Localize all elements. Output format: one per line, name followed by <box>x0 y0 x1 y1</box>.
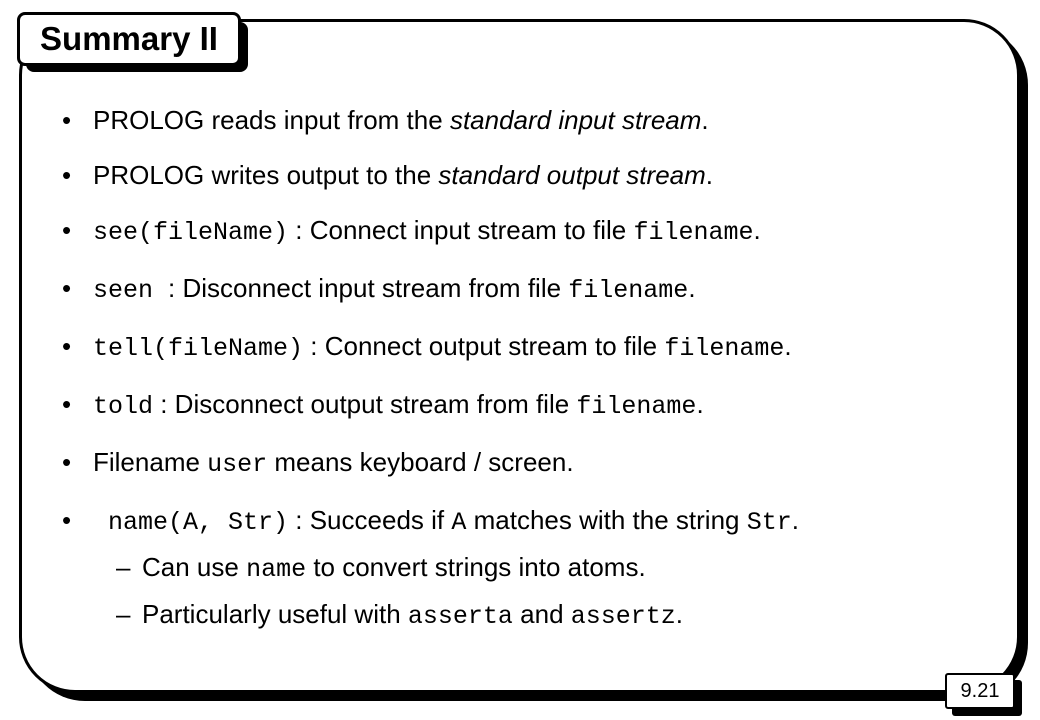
bullet-icon: • <box>62 105 72 135</box>
bullet-item: • Filename user means keyboard / screen. <box>58 447 1018 480</box>
code-text: A <box>451 508 467 537</box>
text-run: . <box>701 105 709 135</box>
slide-frame <box>19 19 1020 693</box>
code-text: name <box>246 555 307 584</box>
bullet-icon: • <box>62 215 72 245</box>
bullet-icon: • <box>62 160 72 190</box>
code-text: tell(fileName) <box>93 334 304 363</box>
code-text: seen <box>93 276 169 305</box>
text-run: : Succeeds if <box>288 505 452 535</box>
bullet-icon: • <box>62 447 72 477</box>
slide-title: Summary II <box>40 20 218 57</box>
code-text: user <box>207 450 268 479</box>
text-run: Can use <box>142 552 247 582</box>
code-text: filename <box>633 218 754 247</box>
code-text: assertz <box>570 602 676 631</box>
text-run: : Disconnect output stream from file <box>153 389 577 419</box>
text-run: means keyboard / screen. <box>267 447 574 477</box>
code-text: asserta <box>407 602 513 631</box>
bullet-icon: • <box>62 389 72 419</box>
text-run: matches with the string <box>466 505 747 535</box>
bullet-item: • PROLOG writes output to the standard ou… <box>58 160 1018 190</box>
code-text: filename <box>664 334 785 363</box>
text-run: Particularly useful with <box>142 599 408 629</box>
text-run: . <box>705 160 714 190</box>
code-text: told <box>93 392 154 421</box>
text-run: . <box>696 389 704 419</box>
text-run: . <box>791 505 799 535</box>
bullet-icon: • <box>62 505 72 535</box>
code-text: filename <box>568 276 689 305</box>
code-text: Str <box>746 508 792 537</box>
bullet-item: • PROLOG reads input from the standard in… <box>58 105 1018 135</box>
page-number: 9.21 <box>945 673 1015 709</box>
dash-icon: – <box>116 552 131 582</box>
title-box: Summary II <box>17 12 241 66</box>
bullet-list: • PROLOG reads input from the standard in… <box>58 105 1018 632</box>
bullet-item: • tell(fileName) : Connect output stream … <box>58 331 1018 364</box>
bullet-icon: • <box>62 331 72 361</box>
italic-text: standard output stream <box>438 160 706 190</box>
text-run: Filename <box>93 447 208 477</box>
text-run: : Connect input stream to file <box>288 215 634 245</box>
text-run: . <box>753 215 761 245</box>
sub-bullet-item: –Particularly useful with asserta and as… <box>58 599 1018 632</box>
text-run: . <box>688 273 696 303</box>
text-run: PROLOG reads input from the <box>93 105 450 135</box>
text-run: : Connect output stream to file <box>303 331 665 361</box>
code-text: filename <box>576 392 697 421</box>
bullet-item: • name(A, Str) : Succeeds if A matches w… <box>58 505 1018 538</box>
text-run: and <box>512 599 571 629</box>
bullet-item: • told : Disconnect output stream from fi… <box>58 389 1018 422</box>
italic-text: standard input stream <box>449 105 702 135</box>
bullet-item: • seen : Disconnect input stream from fil… <box>58 273 1018 306</box>
bullet-icon: • <box>62 273 72 303</box>
text-run: PROLOG writes output to the <box>93 160 439 190</box>
dash-icon: – <box>116 599 131 629</box>
text-run: . <box>675 599 684 629</box>
sub-bullet-item: –Can use name to convert strings into at… <box>58 552 1018 585</box>
text-run: : Disconnect input stream from file <box>168 273 569 303</box>
code-text: name(A, Str) <box>93 508 289 537</box>
bullet-item: • see(fileName) : Connect input stream to… <box>58 215 1018 248</box>
text-run: . <box>784 331 792 361</box>
code-text: see(fileName) <box>93 218 289 247</box>
text-run: to convert strings into atoms. <box>306 552 646 582</box>
